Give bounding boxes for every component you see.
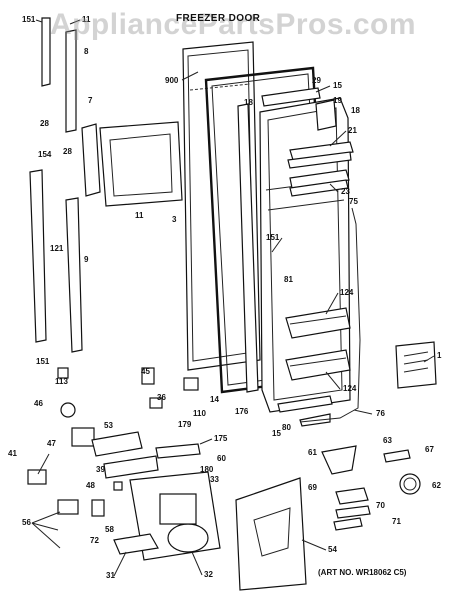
callout-39: 39 (96, 465, 105, 474)
callout-70: 70 (376, 501, 385, 510)
long-strip-9-part (65, 197, 83, 353)
callout-180: 180 (200, 465, 214, 474)
breaker-strip-part (237, 103, 259, 393)
window-frame-part (99, 121, 183, 207)
callout-47: 47 (47, 439, 56, 448)
art-number: (ART NO. WR18062 C5) (318, 568, 407, 577)
callout-21: 21 (348, 126, 357, 135)
callout-179: 179 (178, 420, 192, 429)
dispenser-cover-part (235, 477, 307, 591)
callout-80: 80 (282, 423, 291, 432)
callout-69: 69 (308, 483, 317, 492)
callout-54: 54 (328, 545, 337, 554)
label-plate-part (395, 341, 437, 389)
callout-28-lower: 28 (63, 147, 72, 156)
door-bin-upper-part (285, 307, 351, 339)
callout-1: 1 (437, 351, 442, 360)
callout-61: 61 (308, 448, 317, 457)
callout-151-low: 151 (36, 357, 50, 366)
callout-124-lower: 124 (343, 384, 357, 393)
callout-62: 62 (432, 481, 441, 490)
callout-75: 75 (349, 197, 358, 206)
callout-23: 23 (341, 187, 350, 196)
door-bin-lower-part (285, 349, 351, 381)
callout-58: 58 (105, 525, 114, 534)
callout-113: 113 (55, 377, 68, 386)
callout-7: 7 (88, 96, 93, 105)
callout-36: 36 (157, 393, 166, 402)
dispenser-housing-part (113, 471, 221, 561)
callout-15-top: 15 (333, 81, 342, 90)
callout-151-mid: 151 (266, 233, 280, 242)
callout-110: 110 (193, 409, 206, 418)
callout-81: 81 (284, 275, 293, 284)
handle-part (81, 123, 101, 197)
leader-lines (31, 19, 435, 577)
door-shelf-23-part (289, 169, 350, 197)
callout-121: 121 (50, 244, 64, 253)
callout-76: 76 (376, 409, 385, 418)
callout-11-mid: 11 (135, 211, 144, 220)
callout-71: 71 (392, 517, 401, 526)
callout-67: 67 (425, 445, 434, 454)
hinge-bracket-part (41, 17, 77, 133)
dispenser-trim-part (91, 431, 201, 479)
callout-18-right: 18 (351, 106, 360, 115)
callout-19: 19 (333, 96, 342, 105)
callout-41: 41 (8, 449, 17, 458)
small-hardware-part (27, 367, 199, 517)
callout-176: 176 (235, 407, 249, 416)
callout-151-top: 151 (22, 15, 36, 24)
callout-46: 46 (34, 399, 43, 408)
callout-56: 56 (22, 518, 31, 527)
callout-45: 45 (141, 367, 150, 376)
top-trim-part (261, 87, 337, 131)
long-strip-121-part (29, 169, 47, 343)
callout-29: 29 (312, 76, 321, 85)
callout-3: 3 (172, 215, 177, 224)
callout-11-top: 11 (82, 15, 91, 24)
callout-72: 72 (90, 536, 99, 545)
callout-900: 900 (165, 76, 179, 85)
diagram-title: FREEZER DOOR (176, 13, 261, 24)
callout-33: 33 (210, 475, 219, 484)
dispenser-small-parts (321, 445, 421, 531)
callout-18-left: 18 (244, 98, 253, 107)
callout-60: 60 (217, 454, 226, 463)
callout-154: 154 (38, 150, 52, 159)
callout-8: 8 (84, 47, 89, 56)
callout-28-upper: 28 (40, 119, 49, 128)
callout-63: 63 (383, 436, 392, 445)
wire-harness-part (299, 207, 361, 423)
callout-15-low: 15 (272, 429, 281, 438)
callout-48: 48 (86, 481, 95, 490)
door-shelf-21-part (287, 141, 354, 169)
callout-32: 32 (204, 570, 213, 579)
callout-124-upper: 124 (340, 288, 354, 297)
callout-14: 14 (210, 395, 219, 404)
callout-31: 31 (106, 571, 115, 580)
callout-9: 9 (84, 255, 89, 264)
callout-175: 175 (214, 434, 228, 443)
callout-53: 53 (104, 421, 113, 430)
callout-labels: 151 11 8 900 29 15 19 18 18 7 28 21 28 1… (8, 15, 442, 580)
